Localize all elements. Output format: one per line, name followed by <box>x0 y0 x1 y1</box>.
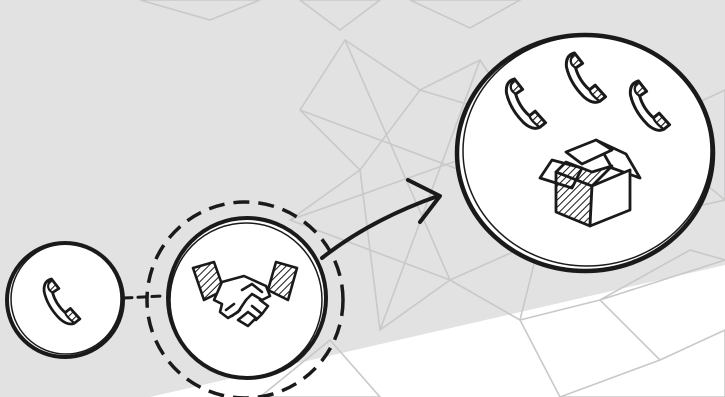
node-single-call <box>7 243 123 357</box>
node-deal <box>147 202 343 397</box>
connector-dashed-line <box>124 296 162 298</box>
node-multiple-calls-package <box>457 35 713 271</box>
